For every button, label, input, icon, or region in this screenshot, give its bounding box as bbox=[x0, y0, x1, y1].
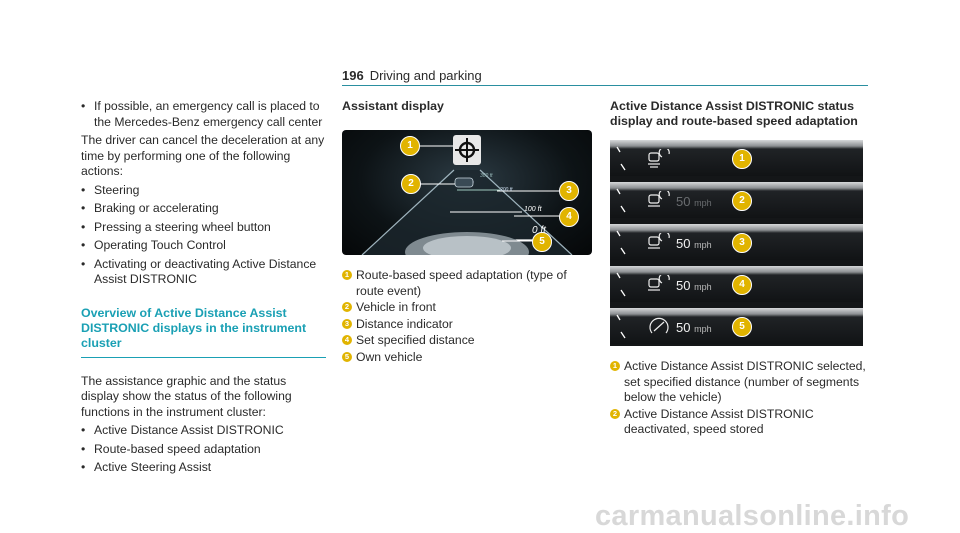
section-paragraph: The assistance graphic and the status di… bbox=[81, 373, 292, 419]
watermark: carmanualsonline.info bbox=[595, 500, 910, 532]
callout-marker: 1 bbox=[400, 136, 420, 156]
cancel-paragraph: The driver can cancel the deceleration a… bbox=[81, 133, 325, 178]
callout-marker: 2 bbox=[732, 191, 752, 211]
distronic-off-icon bbox=[649, 317, 669, 334]
legend-number: 2 bbox=[610, 408, 620, 419]
column-right: Active Distance Assist DISTRONIC status … bbox=[610, 99, 868, 129]
legend-number: 4 bbox=[342, 335, 352, 345]
status-strip: 50 mph 3 bbox=[610, 224, 863, 260]
action-item: Activating or deactivating Active Distan… bbox=[81, 257, 326, 288]
page-header: 196 Driving and parking bbox=[342, 68, 482, 83]
speed-value: 50 mph bbox=[676, 278, 712, 293]
distronic-icon bbox=[648, 275, 670, 291]
distronic-icon bbox=[648, 149, 670, 168]
callout-marker: 2 bbox=[401, 174, 421, 194]
distance-label: 200 ft bbox=[499, 187, 513, 193]
section-rule bbox=[81, 356, 326, 358]
distronic-icon bbox=[648, 191, 670, 207]
callout-marker: 5 bbox=[732, 317, 752, 337]
column-left: If possible, an emergency call is placed… bbox=[81, 99, 326, 479]
section-heading: Overview of Active Distance Assist DISTR… bbox=[81, 305, 307, 350]
road-graphic: 300 ft 200 ft 100 ft 0 ft bbox=[361, 135, 573, 255]
status-strip: 50 mph 5 bbox=[610, 308, 863, 344]
legend-number: 5 bbox=[342, 351, 352, 362]
distance-label: 300 ft bbox=[480, 173, 493, 179]
speed-value: 50 mph bbox=[676, 194, 712, 209]
callout-marker: 3 bbox=[559, 181, 579, 201]
page-section-title: Driving and parking bbox=[369, 68, 482, 83]
function-item: Active Steering Assist bbox=[81, 460, 326, 476]
speed-value: 50 mph bbox=[676, 236, 712, 251]
header-rule bbox=[342, 85, 868, 86]
legend-number: 1 bbox=[342, 270, 352, 280]
legend-number: 2 bbox=[342, 302, 352, 312]
action-item: Braking or accelerating bbox=[81, 201, 326, 217]
cluster-status-image: 1 50 mph 2 50 mph 3 50 mph 4 50 mph 5 bbox=[610, 140, 863, 346]
action-item: Pressing a steering wheel button bbox=[81, 220, 326, 236]
callout-marker: 1 bbox=[732, 149, 752, 169]
assistant-display-heading: Assistant display bbox=[342, 99, 444, 113]
distronic-icon bbox=[648, 233, 670, 249]
legend-number: 3 bbox=[342, 318, 352, 329]
page-number: 196 bbox=[342, 68, 364, 83]
callout-marker: 5 bbox=[532, 232, 552, 252]
status-strip: 50 mph 2 bbox=[610, 182, 863, 218]
status-strip: 50 mph 4 bbox=[610, 266, 863, 302]
column-middle: Assistant display bbox=[342, 99, 592, 114]
status-strip: 1 bbox=[610, 140, 863, 176]
callout-marker: 4 bbox=[732, 275, 752, 295]
function-item: Active Distance Assist DISTRONIC bbox=[81, 423, 326, 439]
function-item: Route-based speed adaptation bbox=[81, 442, 326, 458]
action-item: Operating Touch Control bbox=[81, 238, 326, 254]
distance-label: 0 ft bbox=[532, 225, 547, 236]
callout-marker: 3 bbox=[732, 233, 752, 253]
speed-value: 50 mph bbox=[676, 320, 712, 335]
distance-label: 100 ft bbox=[524, 206, 543, 213]
legend-number: 1 bbox=[610, 361, 620, 371]
action-item: Steering bbox=[81, 183, 326, 199]
bullet-emergency-call: If possible, an emergency call is placed… bbox=[81, 99, 326, 130]
status-display-heading: Active Distance Assist DISTRONIC status … bbox=[610, 99, 858, 128]
callout-marker: 4 bbox=[559, 207, 579, 227]
assistant-display-image: 300 ft 200 ft 100 ft 0 ft 1 2 3 4 5 bbox=[342, 130, 592, 255]
